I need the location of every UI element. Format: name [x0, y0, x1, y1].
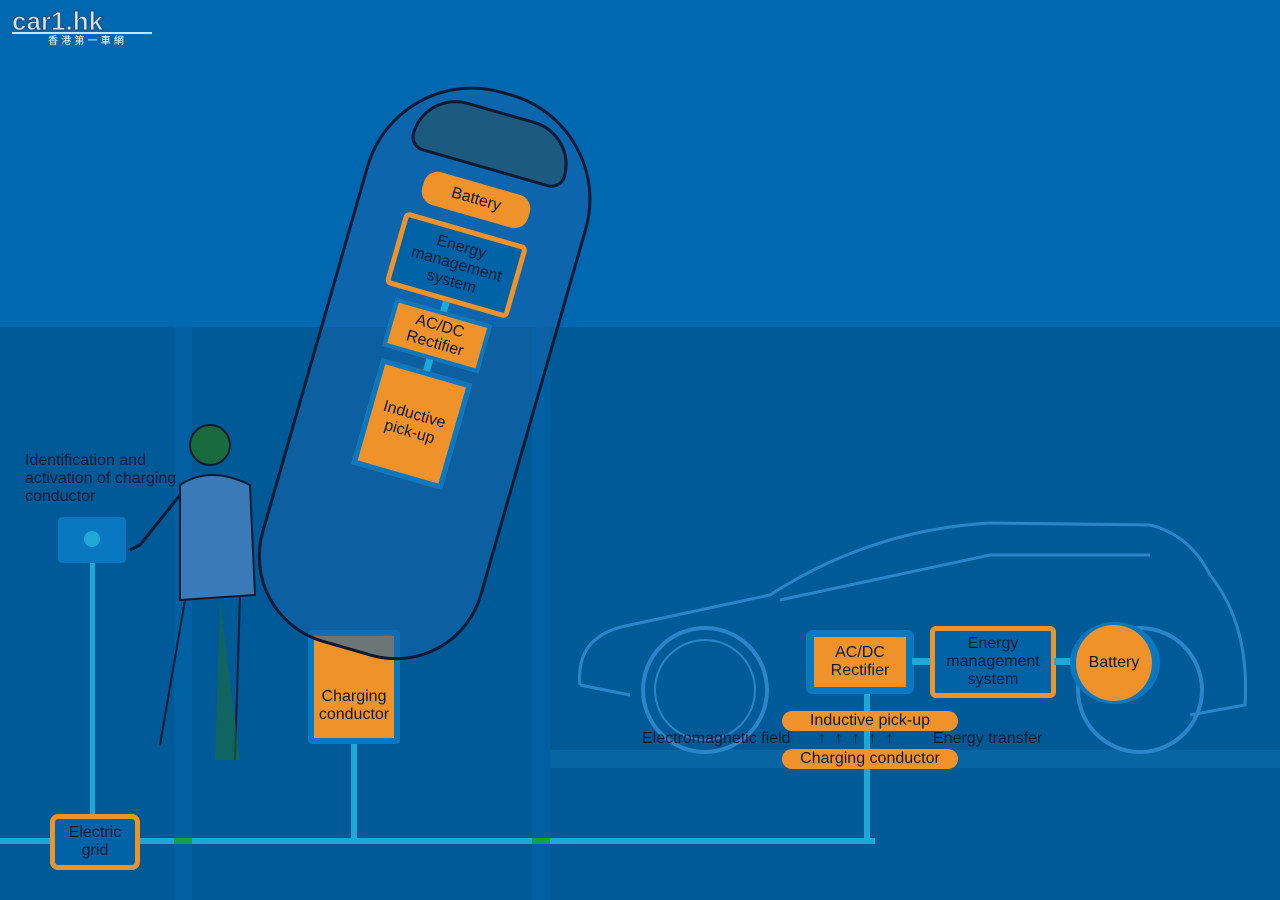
- electric-grid-box: Electric grid: [50, 814, 140, 870]
- battery-label: Battery: [1088, 654, 1140, 671]
- grid-line: [90, 540, 95, 820]
- logo: car1.hk 香 港 第 一 車 網: [10, 6, 155, 47]
- grid-line: [351, 740, 357, 840]
- inductive-pickup-label: Inductive pick-up: [381, 397, 448, 448]
- charging-conductor-label: Charging conductor: [318, 688, 390, 723]
- identification-label: Identification and activation of chargin…: [25, 452, 177, 505]
- side-car-outline: [578, 521, 1248, 754]
- arrows-up-icon: ↑ ↑ ↑ ↑ ↑: [818, 730, 894, 747]
- sky-background: [0, 0, 1280, 327]
- connector: [912, 658, 934, 665]
- side-battery: Battery: [1076, 625, 1152, 701]
- energy-management-label: Energy management system: [409, 232, 504, 298]
- junction: [532, 838, 550, 844]
- svg-text:car1.hk: car1.hk: [12, 6, 104, 36]
- rectifier-label: AC/DC Rectifier: [830, 644, 890, 679]
- inductive-pickup-pill: Inductive pick-up: [782, 711, 958, 731]
- charging-conductor-pill: Charging conductor: [782, 749, 958, 769]
- track-band: [532, 327, 550, 900]
- junction: [174, 838, 192, 844]
- grid-line: [0, 838, 875, 844]
- side-rectifier: AC/DC Rectifier: [814, 637, 906, 687]
- svg-text:香 港 第 一 車 網: 香 港 第 一 車 網: [48, 34, 124, 46]
- battery-label: Battery: [449, 184, 503, 215]
- energy-management-label: Energy management system: [946, 635, 1040, 688]
- connector: [1054, 658, 1078, 665]
- person-illustration: [129, 424, 257, 761]
- terminal-sensor-icon: [84, 531, 100, 547]
- energy-transfer-label: Energy transfer: [933, 730, 1043, 747]
- side-energy-management: Energy management system: [930, 626, 1056, 698]
- electromagnetic-field-label: Electromagnetic field: [642, 730, 791, 747]
- electric-grid-label: Electric grid: [68, 824, 122, 859]
